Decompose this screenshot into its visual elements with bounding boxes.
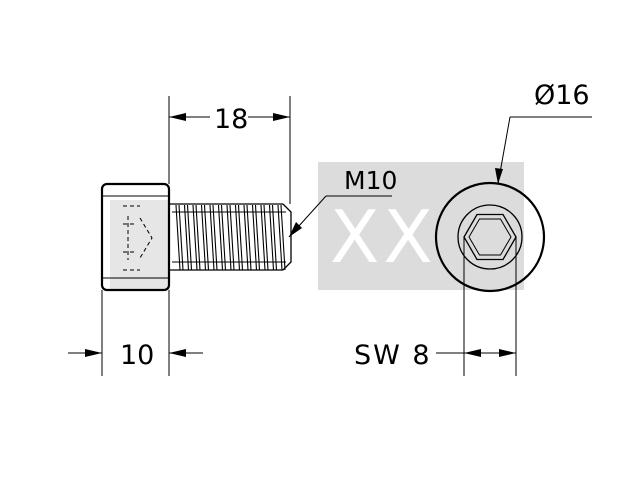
watermark: XX (110, 162, 524, 290)
thread-line (251, 204, 258, 271)
thread-line (226, 204, 232, 271)
thread-line (195, 204, 201, 271)
thread-line (229, 204, 235, 271)
thread-line (237, 204, 244, 271)
thread-line (217, 204, 224, 271)
thread-line (280, 204, 286, 271)
thread-line (277, 204, 283, 271)
dim-shank-length-text: 18 (214, 104, 248, 135)
thread-line (200, 204, 207, 271)
thread-line (212, 204, 218, 271)
socket-circle (457, 204, 523, 270)
thread-line (209, 204, 215, 271)
dim-head-length-text: 10 (120, 340, 154, 371)
thread-line (263, 204, 269, 271)
thread-line (186, 204, 193, 271)
dim-shank-length: 18 (168, 96, 291, 204)
head-diameter-text: Ø16 (534, 80, 590, 111)
thread-line (175, 204, 181, 271)
dim-wrench-size: SW 8 (354, 237, 517, 376)
thread-line (178, 204, 184, 271)
thread-line (254, 204, 261, 271)
screw-head (100, 182, 171, 292)
head-outer-circle (434, 181, 546, 293)
thread-line (268, 204, 275, 271)
thread-callout: M10 (288, 166, 397, 238)
dim-wrench-size-text: SW 8 (354, 340, 432, 371)
thread-line (271, 204, 278, 271)
thread-line (220, 204, 227, 271)
watermark-text: XX (330, 195, 437, 279)
screw-side-view: 18 10 M10 (68, 96, 397, 376)
thread-line (183, 204, 190, 271)
thread-line (246, 204, 252, 271)
hex-socket-hidden-lines (123, 205, 153, 271)
dim-head-length: 10 (68, 290, 203, 376)
thread-line (260, 204, 266, 271)
thread-callout-text: M10 (344, 166, 397, 195)
thread-line (243, 204, 249, 271)
thread-line (192, 204, 198, 271)
thread-line (203, 204, 210, 271)
head-diameter-callout: Ø16 (495, 80, 592, 185)
screw-end-view: Ø16 SW 8 (354, 80, 592, 376)
thread-line (234, 204, 241, 271)
watermark-box-left (110, 200, 170, 290)
threaded-shank (169, 203, 292, 271)
